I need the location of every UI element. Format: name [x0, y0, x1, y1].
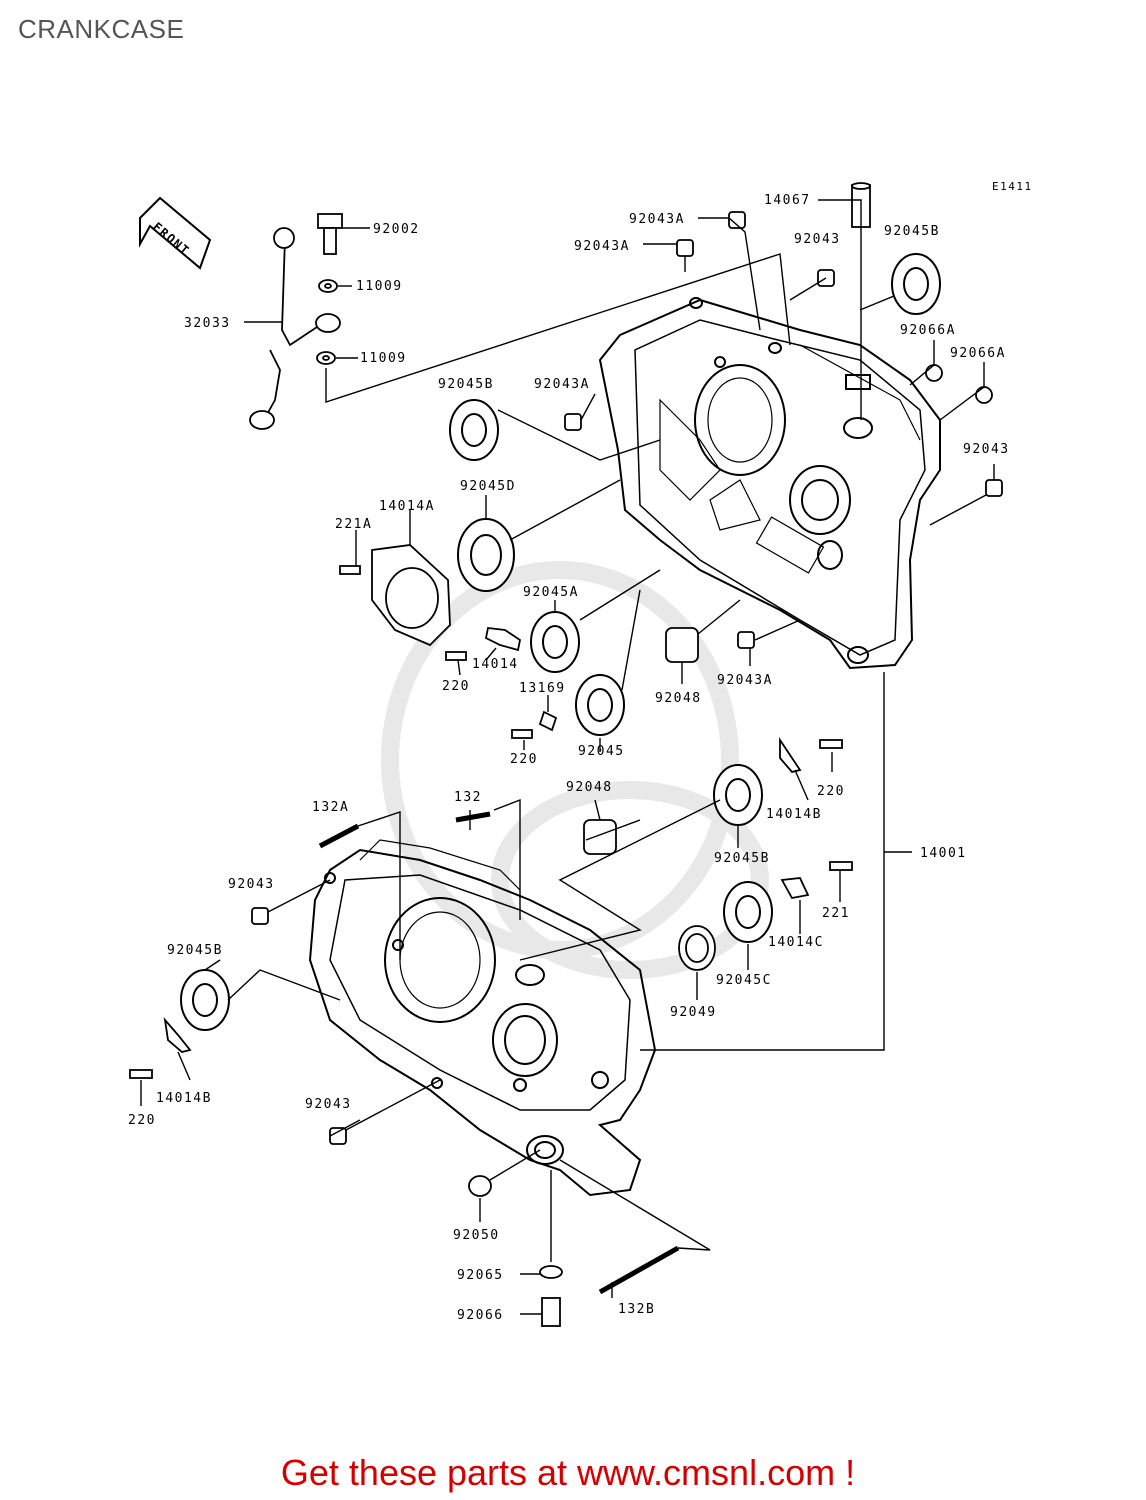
part-label: 220 [817, 784, 845, 799]
part-label: 92045D [460, 479, 516, 494]
part-label: 92043 [305, 1097, 352, 1112]
part-label: 14014A [379, 499, 435, 514]
part-label: 92066 [457, 1308, 504, 1323]
part-label: 92043A [534, 377, 590, 392]
footer-text[interactable]: Get these parts at www.cmsnl.com ! [280, 1452, 856, 1493]
part-label: 11009 [360, 351, 407, 366]
bearing-icons [180, 253, 941, 1031]
part-label: 132B [618, 1302, 655, 1317]
part-label: 220 [128, 1113, 156, 1128]
part-label: 92043A [574, 239, 630, 254]
part-label: 92066A [900, 323, 956, 338]
part-labels: E1411 92002 11009 11009 32033 92043A 920… [128, 180, 1033, 1323]
part-label: 32033 [184, 316, 231, 331]
part-label: 92045B [714, 851, 770, 866]
front-arrow-icon: FRONT [139, 196, 212, 270]
part-shapes [129, 182, 1003, 1327]
part-label: 92048 [655, 691, 702, 706]
crankcase-left-half [308, 839, 657, 1197]
part-label: 92045B [884, 224, 940, 239]
part-label: 11009 [356, 279, 403, 294]
part-label: 132 [454, 790, 482, 805]
part-label: 14014B [156, 1091, 212, 1106]
crankcase-right-half [598, 297, 941, 670]
footer-promo-link[interactable]: Get these parts at www.cmsnl.com ! [0, 1452, 1146, 1494]
part-label: 14014 [472, 657, 519, 672]
part-label: 14001 [920, 846, 967, 861]
part-label: 14014B [766, 807, 822, 822]
part-label: 92045 [578, 744, 625, 759]
diagram-code: E1411 [992, 180, 1033, 193]
part-label: 92066A [950, 346, 1006, 361]
part-label: 92043A [717, 673, 773, 688]
part-label: 92045C [716, 973, 772, 988]
part-label: 132A [312, 800, 349, 815]
part-label: 92049 [670, 1005, 717, 1020]
part-label: 92050 [453, 1228, 500, 1243]
part-label: 14067 [764, 193, 811, 208]
part-label: 92043 [794, 232, 841, 247]
exploded-parts-diagram: FRONT [128, 180, 1033, 1327]
part-label: 220 [442, 679, 470, 694]
part-label: 221A [335, 517, 372, 532]
part-label: 221 [822, 906, 850, 921]
page-title: CRANKCASE [18, 14, 185, 44]
part-label: 92048 [566, 780, 613, 795]
part-label: 92045B [438, 377, 494, 392]
part-label: 92043A [629, 212, 685, 227]
part-label: 13169 [519, 681, 566, 696]
part-label: 14014C [768, 935, 824, 950]
part-label: 92065 [457, 1268, 504, 1283]
leader-lines [140, 199, 995, 1315]
part-label: 92043 [228, 877, 275, 892]
part-label: 92045B [167, 943, 223, 958]
part-label: 92045A [523, 585, 579, 600]
part-label: 92043 [963, 442, 1010, 457]
part-label: 92002 [373, 222, 420, 237]
part-label: 220 [510, 752, 538, 767]
